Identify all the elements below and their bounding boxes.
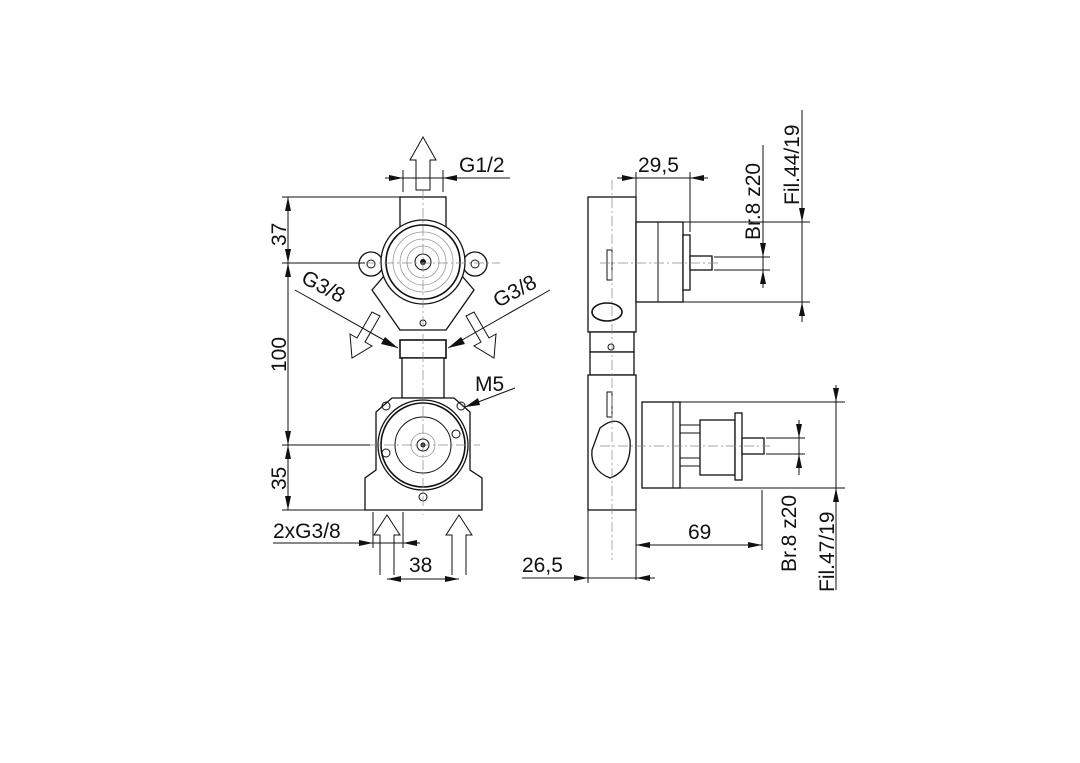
dim-26-5: 26,5 (522, 554, 563, 577)
outlet-arrow-top (409, 135, 437, 191)
label-g3-8-left: G3/8 (298, 266, 349, 308)
dim-100: 100 (268, 337, 291, 372)
dim-37: 37 (268, 223, 291, 246)
label-g3-8-right: G3/8 (490, 271, 541, 313)
label-g1-2: G1/2 (459, 154, 505, 177)
label-m5: M5 (475, 373, 504, 396)
mount-ear-right (462, 251, 488, 277)
outlet-arrow-left (349, 311, 381, 359)
inlet-arrow-right (445, 514, 473, 575)
label-fil-47-19: Fil.47/19 (816, 511, 839, 592)
label-2xg3-8: 2xG3/8 (273, 520, 341, 543)
upper-cartridge (635, 221, 684, 303)
label-lower-br8-z20: Br.8 z20 (778, 495, 801, 572)
label-upper-br8-z20: Br.8 z20 (742, 163, 765, 240)
side-view: 29,5 Br.8 z20 Fil.44/19 Br.8 z20 Fil.47/… (522, 110, 845, 592)
dim-69: 69 (688, 521, 711, 544)
front-view: G1/2 G3/8 G3/8 M5 37 100 35 2xG3/8 (268, 135, 551, 582)
side-outlet-port (591, 302, 623, 322)
label-fil-44-19: Fil.44/19 (781, 124, 804, 205)
dim-38: 38 (409, 554, 432, 577)
dim-35: 35 (268, 467, 291, 490)
dim-29-5: 29,5 (638, 154, 679, 177)
outlet-arrow-right (465, 311, 497, 359)
lower-cartridge (641, 401, 681, 489)
inlet-arrow-left (373, 514, 401, 575)
mount-ear-left (358, 251, 384, 277)
